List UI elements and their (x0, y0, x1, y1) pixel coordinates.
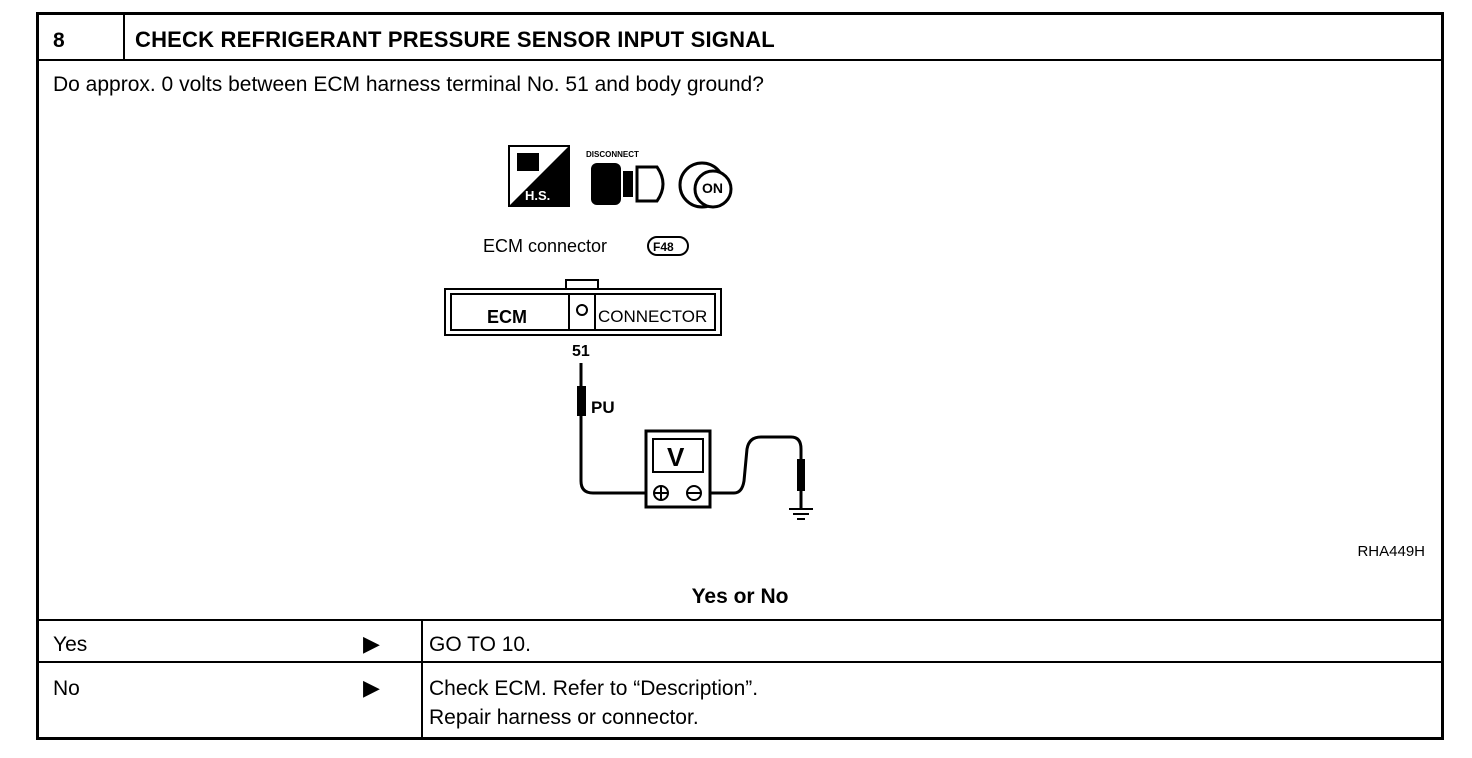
terminal-number: 51 (572, 343, 590, 360)
yes-or-no-label: Yes or No (691, 585, 789, 608)
connector-left-text: ECM (487, 307, 527, 327)
step-title: CHECK REFRIGERANT PRESSURE SENSOR INPUT … (135, 27, 775, 52)
hs-icon-label: H.S. (525, 188, 550, 203)
meter-label: V (667, 442, 685, 472)
wiring-diagram: H.S. DISCONNECT ON ECM connector F48 ECM (444, 145, 813, 520)
answer-yes-label: Yes (53, 633, 88, 656)
arrow-right-icon: ▶ (363, 631, 380, 656)
connector-id: F48 (653, 240, 674, 254)
disconnect-icon-label: DISCONNECT (586, 150, 639, 159)
harness-side-icon: H.S. (508, 145, 570, 207)
connector-right-text: CONNECTOR (598, 307, 707, 326)
answer-yes-action: GO TO 10. (429, 633, 531, 656)
connector-caption: ECM connector (483, 236, 607, 256)
question-text: Do approx. 0 volts between ECM harness t… (53, 73, 764, 96)
ground-icon (789, 508, 813, 520)
ecm-connector: ECM CONNECTOR (444, 279, 722, 336)
negative-probe (797, 459, 805, 491)
column-divider (421, 619, 423, 737)
divider (39, 619, 1441, 621)
answer-no-label: No (53, 677, 80, 700)
answer-no-action-line-1: Check ECM. Refer to “Description”. (429, 677, 759, 700)
divider (39, 661, 1441, 663)
arrow-right-icon: ▶ (363, 675, 380, 700)
table-header: 8 CHECK REFRIGERANT PRESSURE SENSOR INPU… (39, 15, 1441, 61)
figure-code: RHA449H (1357, 543, 1425, 560)
ignition-key-icon: ON (678, 161, 733, 209)
voltmeter: V (644, 429, 712, 509)
step-number: 8 (39, 15, 125, 59)
procedure-table: 8 CHECK REFRIGERANT PRESSURE SENSOR INPU… (36, 12, 1444, 740)
wire-color-label: PU (591, 398, 615, 417)
disconnect-icon: DISCONNECT (586, 150, 665, 205)
positive-probe (577, 386, 586, 416)
answer-no-action-line-2: Repair harness or connector. (429, 706, 699, 729)
key-icon-label: ON (702, 180, 723, 196)
